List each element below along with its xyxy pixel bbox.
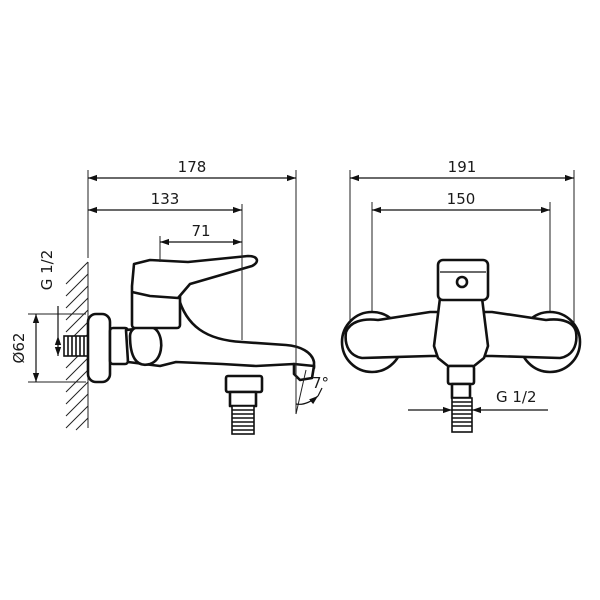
- shower-outlet-thread: [231, 405, 255, 435]
- lever-handle: [130, 254, 259, 300]
- shower-outlet-nut: [228, 390, 258, 408]
- front-cap-indicator: [455, 275, 469, 289]
- wall-hatch: [65, 261, 89, 431]
- front-outlet-collar: [450, 382, 472, 400]
- spout-tilt-arc: [295, 395, 319, 405]
- shower-outlet-body: [224, 374, 264, 394]
- side-view: 178 133 71 G 1/2 Ø62 7°: [10, 158, 329, 435]
- dim-spout-tilt: 7°: [312, 374, 329, 392]
- dim-to-spout: 133: [151, 190, 180, 208]
- dim-outlet-thread: G 1/2: [496, 388, 537, 406]
- front-view: 191 150 G 1/2: [340, 158, 582, 433]
- spout-tilt-line: [295, 369, 307, 415]
- inlet-thread: [63, 335, 93, 357]
- diverter-knob: [128, 324, 163, 367]
- front-outlet-thread: [451, 397, 473, 433]
- escutcheon: [86, 312, 112, 384]
- dim-inlet-thread: G 1/2: [38, 250, 56, 291]
- dim-center-distance: 150: [447, 190, 476, 208]
- dim-overall-width: 191: [448, 158, 477, 176]
- dim-escutcheon-diameter: Ø62: [10, 333, 28, 364]
- dim-to-lever: 71: [191, 222, 210, 240]
- spout-outlet: [292, 362, 316, 382]
- front-outlet-nut: [446, 364, 476, 386]
- dim-overall-length: 178: [178, 158, 207, 176]
- front-center-body: [432, 296, 490, 368]
